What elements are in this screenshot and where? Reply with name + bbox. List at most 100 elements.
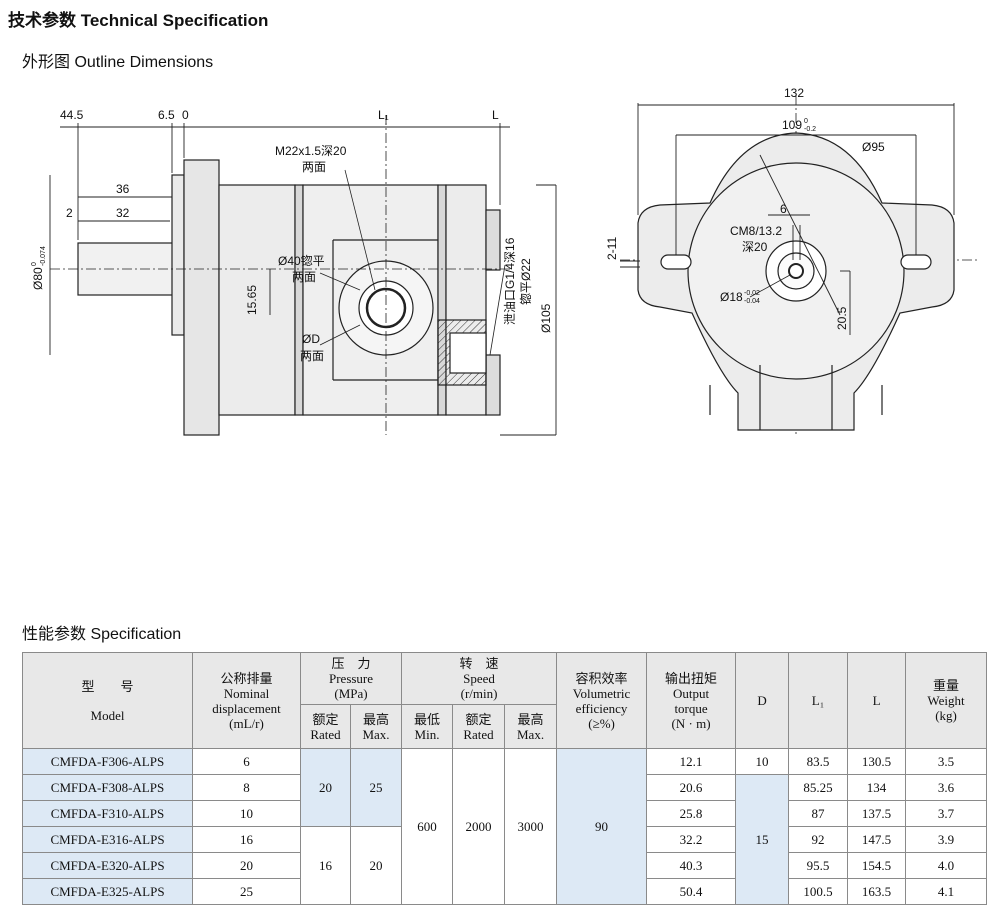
spec-table: 型 号 Model 公称排量 Nominal displacement (mL/… bbox=[22, 652, 988, 905]
cell-displacement: 20 bbox=[192, 852, 301, 879]
cell-model: CMFDA-E316-ALPS bbox=[22, 826, 193, 853]
cell-volumetric-efficiency: 90 bbox=[556, 748, 648, 905]
cell-l: 163.5 bbox=[847, 878, 907, 905]
dim-44-5-label: 44.5 bbox=[60, 108, 84, 122]
cell-weight: 3.6 bbox=[905, 774, 988, 801]
header-pressure-rated-en: Rated bbox=[310, 726, 341, 742]
dim-20-5-label: 20.5 bbox=[835, 306, 849, 330]
header-pressure-max-en: Max. bbox=[362, 726, 390, 742]
cell-l1: 92 bbox=[788, 826, 849, 853]
header-disp-en2: displacement bbox=[212, 700, 281, 716]
cell-torque: 32.2 bbox=[646, 826, 737, 853]
drain-note-2: 锪平Ø22 bbox=[518, 258, 533, 305]
header-model-en: Model bbox=[90, 707, 125, 723]
header-weight-en: Weight bbox=[927, 693, 965, 708]
dim-l1-label: L₁ bbox=[378, 108, 389, 122]
mount-slot-right bbox=[900, 254, 932, 270]
dim-109-tol-top: 0 bbox=[804, 118, 808, 125]
port-d-note-1: ØD bbox=[302, 332, 320, 346]
outline-section-title: 外形图 Outline Dimensions bbox=[22, 54, 214, 71]
cell-model: CMFDA-E320-ALPS bbox=[22, 852, 193, 879]
header-model-cn: 型 号 bbox=[81, 678, 134, 694]
header-torque-en2: torque bbox=[674, 700, 708, 716]
dim-l-label: L bbox=[492, 108, 499, 122]
dia-95-label: Ø95 bbox=[862, 140, 885, 154]
cell-pressure-max: 20 bbox=[349, 826, 403, 905]
cell-weight: 4.0 bbox=[905, 852, 988, 879]
cell-model: CMFDA-F306-ALPS bbox=[22, 748, 193, 775]
dim-6-5-label: 6.5 bbox=[158, 108, 175, 122]
header-pressure-rated-cn: 额定 bbox=[312, 711, 339, 727]
header-torque-unit: (N · m) bbox=[671, 715, 711, 731]
cell-pressure-rated: 20 bbox=[300, 748, 351, 827]
header-speed-rated-cn: 额定 bbox=[465, 711, 492, 727]
cell-torque: 50.4 bbox=[646, 878, 737, 905]
cell-speed-max: 3000 bbox=[504, 748, 558, 905]
header-speed-max-cn: 最高 bbox=[517, 711, 544, 727]
cell-torque: 25.8 bbox=[646, 800, 737, 827]
header-l: L bbox=[847, 652, 907, 749]
face-40-note-2: 两面 bbox=[292, 270, 316, 284]
header-vol-en2: efficiency bbox=[575, 700, 628, 716]
header-output-torque: 输出扭矩 Output torque (N · m) bbox=[646, 652, 737, 749]
header-d: D bbox=[735, 652, 790, 749]
dim-6-label: 6 bbox=[780, 202, 787, 216]
mounting-flange bbox=[183, 159, 220, 436]
table-row: CMFDA-E320-ALPS 20 40.3 95.5 154.5 4.0 bbox=[22, 852, 988, 879]
cell-torque: 12.1 bbox=[646, 748, 737, 775]
cell-l: 130.5 bbox=[847, 748, 907, 775]
header-vol-en1: Volumetric bbox=[572, 685, 631, 701]
header-disp-unit: (mL/r) bbox=[229, 715, 264, 731]
header-weight-unit: (kg) bbox=[935, 708, 957, 723]
cell-l: 154.5 bbox=[847, 852, 907, 879]
cell-weight: 3.7 bbox=[905, 800, 988, 827]
spec-section-title: 性能参数 Specification bbox=[22, 626, 182, 643]
cm8-note-2: 深20 bbox=[742, 240, 768, 254]
table-row: CMFDA-F306-ALPS 6 20 25 600 2000 3000 90… bbox=[22, 748, 988, 905]
dim-132-label: 132 bbox=[784, 86, 804, 100]
header-speed-cn: 转 速 bbox=[459, 656, 499, 671]
dim-36-label: 36 bbox=[116, 182, 130, 196]
header-weight: 重量 Weight (kg) bbox=[905, 652, 988, 749]
header-speed: 转 速 Speed (r/min) bbox=[401, 652, 558, 705]
cell-pressure-max: 25 bbox=[349, 748, 403, 827]
header-vol-cn: 容积效率 bbox=[575, 670, 628, 686]
table-row: CMFDA-E325-ALPS 25 50.4 100.5 163.5 4.1 bbox=[22, 878, 988, 905]
header-pressure-max-cn: 最高 bbox=[363, 711, 390, 727]
header-disp-en1: Nominal bbox=[223, 685, 270, 701]
dia-105-label: Ø105 bbox=[539, 303, 553, 333]
dim-109-label: 109 bbox=[782, 118, 802, 132]
cell-speed-rated: 2000 bbox=[452, 748, 506, 905]
cell-model: CMFDA-E325-ALPS bbox=[22, 878, 193, 905]
dia-18-label: Ø18 bbox=[720, 290, 743, 304]
header-speed-min-en: Min. bbox=[414, 726, 440, 742]
cell-speed-min: 600 bbox=[401, 748, 454, 905]
dia-18-tol-top: -0.02 bbox=[744, 290, 760, 297]
dim-2-11-label: 2-11 bbox=[605, 237, 619, 260]
dia-18-tol-bottom: -0.04 bbox=[744, 298, 760, 305]
thread-note-1: M22x1.5深20 bbox=[275, 144, 347, 158]
cell-pressure-rated: 16 bbox=[300, 826, 351, 905]
header-speed-unit: (r/min) bbox=[460, 686, 498, 701]
cell-l: 137.5 bbox=[847, 800, 907, 827]
table-row: CMFDA-E316-ALPS 16 16 20 32.2 92 147.5 3… bbox=[22, 826, 988, 905]
dia-80-label: Ø80 bbox=[31, 267, 45, 290]
cell-l1: 83.5 bbox=[788, 748, 849, 775]
table-row: CMFDA-F308-ALPS 8 20.6 15 85.25 134 3.6 bbox=[22, 774, 988, 905]
outline-drawing-svg: 44.5 6.5 0 L₁ L 36 2 32 Ø80 0 -0.074 M22… bbox=[31, 86, 980, 436]
mount-slot-left bbox=[660, 254, 692, 270]
cell-weight: 3.9 bbox=[905, 826, 988, 853]
cell-l1: 85.25 bbox=[788, 774, 849, 801]
cell-l: 134 bbox=[847, 774, 907, 801]
front-cover bbox=[218, 184, 296, 416]
dim-109-tol-bottom: -0.2 bbox=[804, 126, 816, 133]
dim-32-label: 32 bbox=[116, 206, 130, 220]
header-pressure: 压 力 Pressure (MPa) bbox=[299, 652, 403, 705]
cm8-note-1: CM8/13.2 bbox=[730, 224, 782, 238]
cell-model: CMFDA-F308-ALPS bbox=[22, 774, 193, 801]
header-speed-en: Speed bbox=[463, 671, 495, 686]
